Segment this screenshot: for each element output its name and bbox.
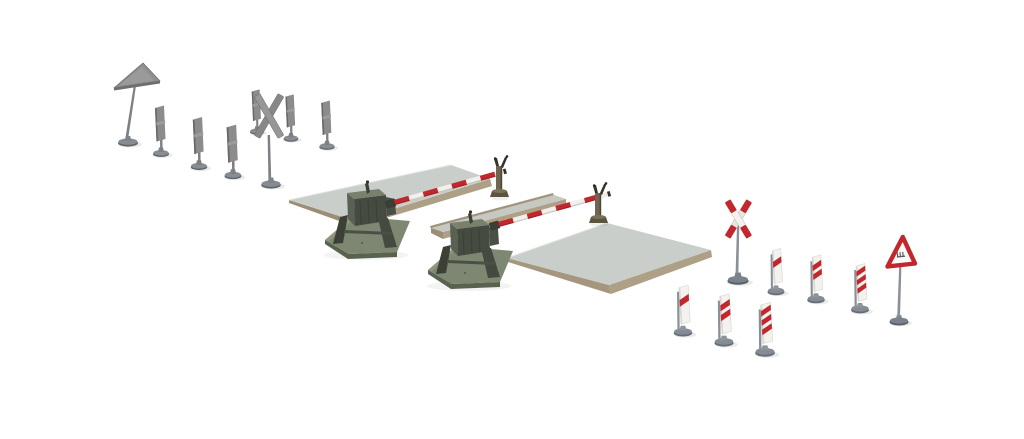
- road-plate-2: [506, 222, 712, 294]
- finial: [365, 180, 370, 184]
- boom-rest-post-2: [589, 182, 608, 227]
- drive-housing: [354, 195, 387, 226]
- painted-parts-group: [673, 199, 918, 358]
- crossbuck-sign-unpainted: [254, 93, 285, 190]
- sign-pole: [125, 87, 136, 137]
- sign-pole: [267, 135, 272, 179]
- marker-post-unpainted: [190, 117, 211, 172]
- crossing-gate-pictogram: [896, 251, 906, 258]
- marker-post-painted-2-stripe: [714, 293, 738, 348]
- triangle-sign-unpainted: [113, 62, 161, 148]
- marker-post-painted-1-stripe: [767, 248, 789, 297]
- boom-rest-post-1: [490, 155, 509, 201]
- sign-pole: [897, 266, 902, 317]
- plate-surface: [289, 165, 490, 221]
- painted-markers: [673, 248, 873, 358]
- drive-leg: [436, 245, 451, 274]
- marker-post-unpainted: [318, 100, 339, 151]
- marker-post-painted-1-stripe: [673, 284, 697, 338]
- marker-post-painted-2-stripe: [807, 254, 829, 305]
- marker-post-unpainted: [223, 124, 246, 181]
- boom-2: [488, 190, 612, 231]
- barrier-unit-1: [324, 155, 509, 260]
- cross-arms: [725, 199, 752, 239]
- plate-surface: [507, 223, 711, 285]
- drive-housing: [457, 225, 490, 256]
- marker-post-unpainted: [283, 94, 302, 143]
- boom-pivot-box: [489, 227, 499, 246]
- triangle-warning-sign-painted: [885, 234, 918, 327]
- marker-post-painted-3-stripe: [851, 263, 873, 315]
- marker-post-unpainted: [152, 105, 173, 158]
- marker-post-painted-3-stripe: [755, 302, 780, 358]
- crossbuck-sign-painted: [725, 199, 753, 286]
- triangle-face: [885, 234, 918, 269]
- unpainted-parts-group: [113, 62, 339, 190]
- barrier-unit-2: [427, 182, 612, 291]
- sign-pole: [735, 219, 740, 273]
- finial: [468, 210, 473, 214]
- drive-leg: [333, 215, 348, 244]
- cross-arms: [254, 93, 284, 139]
- unpainted-markers: [152, 89, 339, 181]
